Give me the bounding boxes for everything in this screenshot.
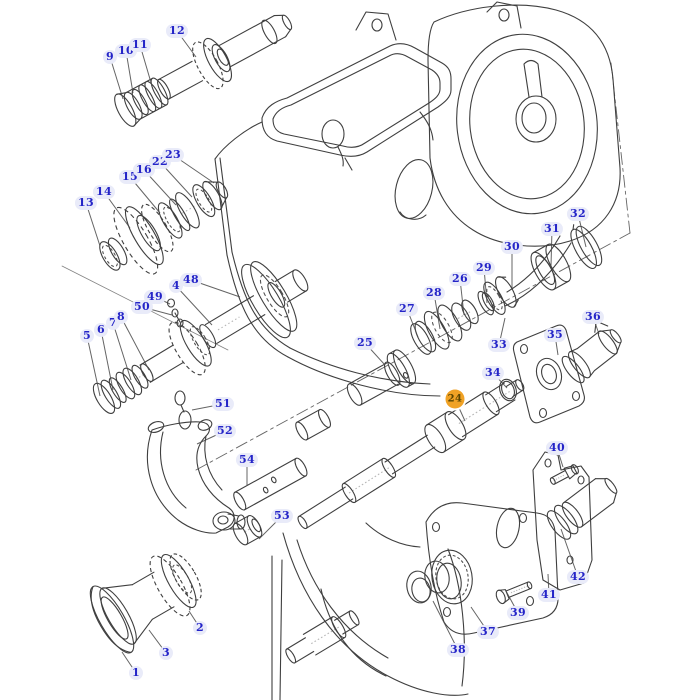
bevel-gear-set: [89, 553, 202, 654]
callout-54[interactable]: 54: [235, 453, 259, 467]
callout-23[interactable]: 23: [161, 148, 185, 162]
bearing-stack: [410, 224, 603, 355]
callout-11[interactable]: 11: [128, 38, 152, 52]
callout-50[interactable]: 50: [130, 300, 154, 314]
callout-3[interactable]: 3: [158, 646, 174, 660]
output-cap: [561, 320, 622, 384]
callout-39[interactable]: 39: [506, 606, 530, 620]
callout-highlighted-24[interactable]: 24: [445, 389, 465, 409]
callout-31[interactable]: 31: [540, 222, 564, 236]
callout-37[interactable]: 37: [476, 625, 500, 639]
callout-26[interactable]: 26: [448, 272, 472, 286]
callout-8[interactable]: 8: [113, 310, 129, 324]
fork-rod: [233, 457, 308, 511]
transmission-housing: [214, 43, 572, 397]
mainshaft-assembly: [92, 261, 309, 414]
callout-28[interactable]: 28: [422, 286, 446, 300]
callout-41[interactable]: 41: [537, 588, 561, 602]
callout-53[interactable]: 53: [270, 509, 294, 523]
callout-36[interactable]: 36: [581, 310, 605, 324]
callout-32[interactable]: 32: [566, 207, 590, 221]
callout-35[interactable]: 35: [543, 328, 567, 342]
callout-13[interactable]: 13: [74, 196, 98, 210]
callout-1[interactable]: 1: [128, 666, 144, 680]
callout-33[interactable]: 33: [487, 338, 511, 352]
pto-shaft-highlighted: [297, 379, 525, 530]
rear-housing-outline: [271, 522, 469, 700]
callout-34[interactable]: 34: [481, 366, 505, 380]
callout-51[interactable]: 51: [211, 397, 235, 411]
spacer-tube: [346, 349, 417, 406]
callout-38[interactable]: 38: [446, 643, 470, 657]
detent-pin: [174, 390, 192, 430]
callout-25[interactable]: 25: [353, 336, 377, 350]
callout-27[interactable]: 27: [395, 302, 419, 316]
callout-5[interactable]: 5: [79, 329, 95, 343]
callout-48[interactable]: 48: [179, 273, 203, 287]
callout-42[interactable]: 42: [566, 570, 590, 584]
plug: [232, 514, 263, 546]
callout-40[interactable]: 40: [545, 441, 569, 455]
callout-2[interactable]: 2: [192, 621, 208, 635]
callout-14[interactable]: 14: [92, 185, 116, 199]
callout-29[interactable]: 29: [472, 261, 496, 275]
callout-30[interactable]: 30: [500, 240, 524, 254]
layshaft-gear-cluster: [99, 180, 229, 275]
callout-12[interactable]: 12: [165, 24, 189, 38]
pto-housing-assembly: [406, 451, 618, 635]
rail-stub: [295, 408, 332, 441]
callout-52[interactable]: 52: [213, 424, 237, 438]
lower-shaft: [285, 610, 360, 664]
input-shaft-assembly: [114, 14, 293, 127]
